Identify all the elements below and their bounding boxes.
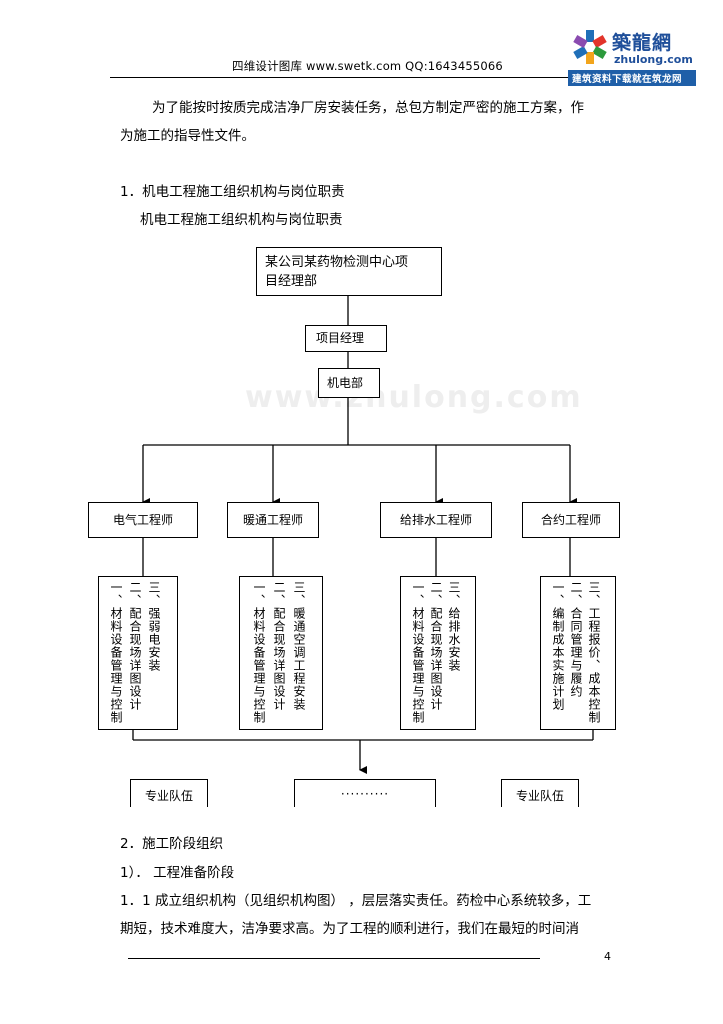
intro-line-1: 为了能按时按质完成洁净厂房安装任务，总包方制定严密的施工方案，作 [152, 100, 584, 116]
duty-hvac-1: 一、材料设备管理与控制 [252, 581, 266, 724]
duty-contract-2: 二、合同管理与履约 [569, 581, 583, 698]
duty-electrical-3: 三、强弱电安装 [147, 581, 161, 672]
project-department-line-2: 目经理部 [265, 274, 318, 289]
duty-box-hvac: 三、暖通空调工程安装 二、配合现场详图设计 一、材料设备管理与控制 [239, 576, 323, 730]
item-1-1-line-1: 1．1 成立组织机构（见组织机构图） ，层层落实责任。药检中心系统较多，工 [120, 893, 592, 909]
logo-slogan: 建筑资料下载就在筑龙网 [572, 74, 683, 85]
engineer-plumbing: 给排水工程师 [380, 502, 492, 538]
watermark: www.zhulong.com [245, 380, 583, 415]
duty-plumbing-2: 二、配合现场详图设计 [429, 581, 443, 711]
duty-box-plumbing: 三、给排水安装 二、配合现场详图设计 一、材料设备管理与控制 [400, 576, 476, 730]
duty-box-electrical: 三、强弱电安装 二、配合现场详图设计 一、材料设备管理与控制 [98, 576, 178, 730]
intro-line-2: 为施工的指导性文件。 [120, 128, 255, 144]
duty-box-contract: 三、工程报价、成本控制 二、合同管理与履约 一、编制成本实施计划 [540, 576, 616, 730]
duty-plumbing-1: 一、材料设备管理与控制 [411, 581, 425, 724]
engineer-hvac: 暖通工程师 [227, 502, 319, 538]
section2-heading: 2．施工阶段组织 [120, 836, 224, 852]
engineer-contract: 合约工程师 [522, 502, 620, 538]
item-1-1-line-2: 期短，技术难度大，洁净要求高。为了工程的顺利进行，我们在最短的时间消 [120, 921, 579, 937]
project-department-box: 某公司某药物检测中心项 目经理部 [256, 247, 442, 296]
page-number: 4 [604, 950, 611, 963]
team-box-right: 专业队伍 [501, 779, 579, 807]
project-department-line-1: 某公司某药物检测中心项 [265, 255, 409, 270]
logo-cn-text: 築龍網 [612, 32, 673, 54]
logo-en-text: zhulong.com [614, 53, 693, 66]
snowflake-icon [573, 30, 607, 64]
zhulong-logo: 築龍網 zhulong.com 建筑资料下载就在筑龙网 [568, 22, 696, 88]
section1-heading: 1．机电工程施工组织机构与岗位职责 [120, 184, 345, 200]
duty-hvac-3: 三、暖通空调工程安装 [292, 581, 306, 711]
section1-subheading: 机电工程施工组织机构与岗位职责 [140, 212, 343, 228]
duty-electrical-2: 二、配合现场详图设计 [128, 581, 142, 711]
project-manager-box: 项目经理 [305, 325, 387, 352]
duty-electrical-1: 一、材料设备管理与控制 [109, 581, 123, 724]
stage1-heading: 1）． 工程准备阶段 [120, 865, 235, 881]
team-box-middle: ·········· [294, 779, 436, 807]
duty-hvac-2: 二、配合现场详图设计 [272, 581, 286, 711]
zhulong-logo-graphic [568, 30, 696, 86]
duty-contract-3: 三、工程报价、成本控制 [587, 581, 601, 724]
team-box-left: 专业队伍 [130, 779, 208, 807]
mep-department-box: 机电部 [318, 368, 380, 398]
engineer-electrical: 电气工程师 [88, 502, 198, 538]
duty-plumbing-3: 三、给排水安装 [447, 581, 461, 672]
footer-rule [128, 958, 540, 959]
header-text: 四维设计图库 www.swetk.com QQ:1643455066 [232, 59, 503, 73]
header-rule [110, 77, 570, 78]
duty-contract-1: 一、编制成本实施计划 [551, 581, 565, 711]
